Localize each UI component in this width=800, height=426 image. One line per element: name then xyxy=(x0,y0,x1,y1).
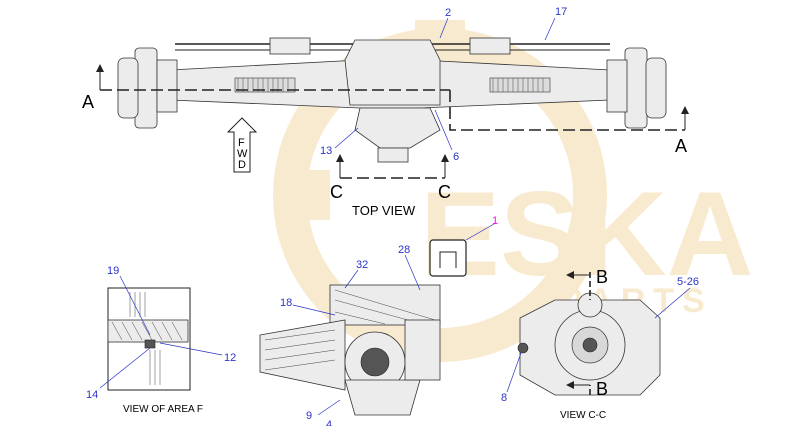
callout-14: 14 xyxy=(86,389,98,401)
section-label-c-right: C xyxy=(438,182,451,202)
view-area-f-detail xyxy=(107,287,191,391)
caption-view-cc: VIEW C-C xyxy=(560,410,606,421)
forward-arrow-icon xyxy=(226,117,258,173)
callout-1: 1 xyxy=(492,215,498,227)
caption-view-area-f: VIEW OF AREA F xyxy=(123,404,203,415)
detail-icon-box xyxy=(429,239,467,277)
section-label-b-bottom: B xyxy=(596,379,608,399)
pinion-yoke xyxy=(377,147,409,163)
hub-left xyxy=(117,47,178,129)
spring-left xyxy=(234,77,296,93)
center-housing xyxy=(344,39,441,106)
fwd-letter-w: W xyxy=(237,148,248,160)
callout-12: 12 xyxy=(224,352,236,364)
callout-8: 8 xyxy=(501,392,507,404)
callout-6: 6 xyxy=(453,151,459,163)
hub-right xyxy=(606,47,667,129)
callout-13: 13 xyxy=(320,145,332,157)
spring-right xyxy=(489,77,551,93)
ring-gear-hub xyxy=(360,347,390,377)
callout-5-26: 5-26 xyxy=(677,276,699,288)
section-label-b-top: B xyxy=(596,267,608,287)
view-cc-housing xyxy=(517,271,661,396)
cutaway-assembly xyxy=(259,284,441,416)
differential-carrier xyxy=(354,107,441,149)
caption-top-view: TOP VIEW xyxy=(352,203,416,218)
callout-17: 17 xyxy=(555,6,567,18)
tie-rod-end-right xyxy=(469,37,511,55)
fwd-letter-d: D xyxy=(238,159,246,171)
callout-18: 18 xyxy=(280,297,292,309)
fwd-letter-f: F xyxy=(238,137,245,149)
callout-19: 19 xyxy=(107,265,119,277)
pinion-bearing-cap xyxy=(577,292,603,318)
section-label-c-left: C xyxy=(330,182,343,202)
top-view-axle xyxy=(96,37,689,179)
carrier-side xyxy=(404,319,441,381)
tie-rod-end-left xyxy=(269,37,311,55)
callout-28: 28 xyxy=(398,244,410,256)
section-line-a-right xyxy=(449,90,685,131)
watermark-gear-tooth xyxy=(280,170,330,220)
carrier-base xyxy=(344,379,421,416)
watermark-text: ESKA xyxy=(420,167,753,301)
area-f-fastener xyxy=(144,339,156,349)
callout-4: 4 xyxy=(326,419,332,426)
callout-2: 2 xyxy=(445,7,451,19)
callout-32: 32 xyxy=(356,259,368,271)
drain-plug xyxy=(517,342,529,354)
section-label-a-right: A xyxy=(675,136,687,156)
section-label-a-left: A xyxy=(82,92,94,112)
callout-9: 9 xyxy=(306,410,312,422)
